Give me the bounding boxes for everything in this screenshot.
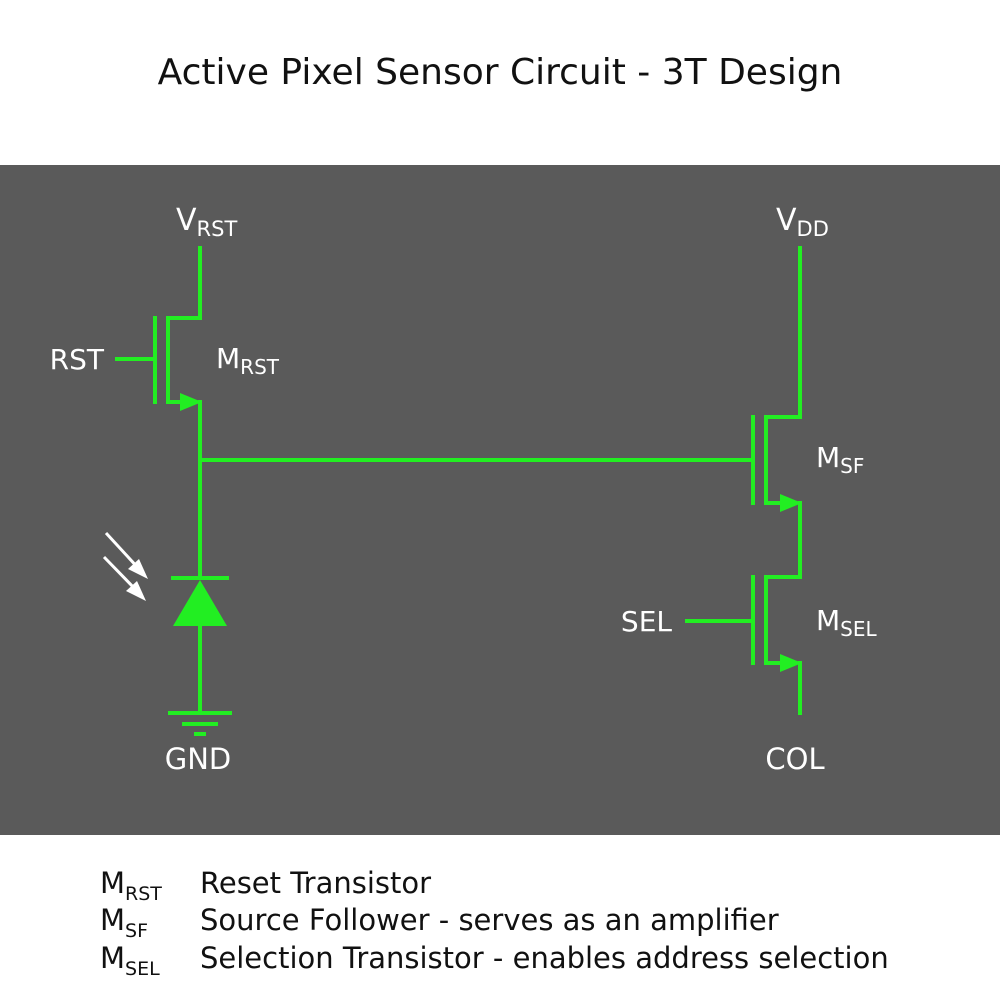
vrst-wire <box>166 246 202 320</box>
circuit-background <box>0 165 1000 835</box>
mrst-arrow-icon <box>180 393 202 411</box>
vrst-label: VRST <box>176 203 237 241</box>
vdd-wire <box>764 246 802 419</box>
gnd-label: GND <box>165 742 232 776</box>
light-arrow-head-1 <box>128 559 148 579</box>
msel-arrow-icon <box>780 654 802 672</box>
legend-description: Selection Transistor - enables address s… <box>200 941 889 975</box>
legend-description: Reset Transistor <box>200 866 432 900</box>
legend-symbol: MSF <box>100 903 149 942</box>
sel-label: SEL <box>621 605 672 638</box>
light-arrow-head-2 <box>126 581 146 601</box>
page-title: Active Pixel Sensor Circuit - 3T Design <box>157 52 843 93</box>
msf-label: MSF <box>816 441 864 478</box>
sf-to-sel-wire <box>764 501 802 579</box>
photodiode-icon <box>173 580 227 626</box>
circuit-diagram: VRST VDD RST MRST MSF SEL MSEL GND COL <box>0 165 1000 835</box>
mrst-label: MRST <box>216 342 280 379</box>
rst-label: RST <box>50 343 105 376</box>
legend-description: Source Follower - serves as an amplifier <box>200 903 779 937</box>
legend-symbol: MSEL <box>100 941 160 980</box>
col-label: COL <box>765 742 824 776</box>
legend-symbol: MRST <box>100 866 162 905</box>
vdd-label: VDD <box>776 203 829 241</box>
msf-arrow-icon <box>780 494 802 512</box>
wires <box>115 246 802 736</box>
msel-label: MSEL <box>816 604 878 641</box>
